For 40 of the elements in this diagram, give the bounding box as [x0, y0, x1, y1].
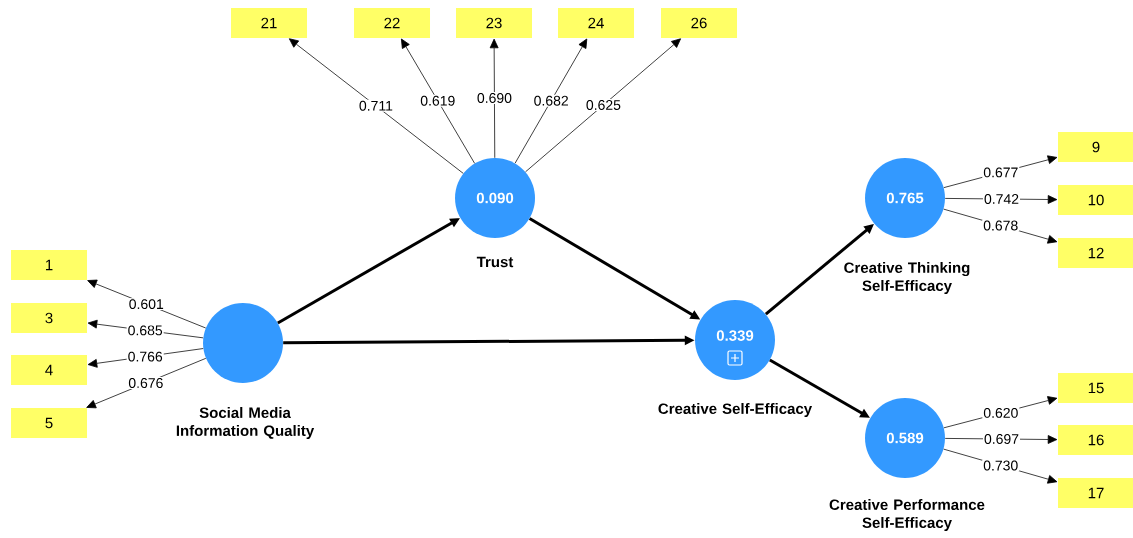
- edge-label: 0.711: [359, 100, 393, 111]
- arrow: [525, 38, 681, 173]
- arrow: [489, 38, 499, 159]
- indicator-box: 15: [1058, 373, 1133, 403]
- edge-label: 0.676: [128, 378, 163, 388]
- indicator-box: 1: [11, 250, 87, 280]
- edge-label: 0.625: [586, 100, 621, 110]
- construct-label: Social Media Information Quality: [176, 407, 315, 439]
- indicator-box: 17: [1058, 478, 1133, 508]
- indicator-box: 26: [661, 8, 737, 38]
- arrow: [514, 38, 588, 164]
- indicator-box: 3: [11, 303, 87, 333]
- construct-label: Trust: [476, 256, 514, 268]
- indicator-box: 9: [1058, 132, 1133, 162]
- edge-label: 0.766: [128, 351, 163, 362]
- indicator-box: 12: [1058, 238, 1133, 268]
- edge-label: 0.619: [420, 95, 455, 106]
- indicator-box: 24: [558, 8, 634, 38]
- edge-label: 0.690: [477, 93, 512, 103]
- indicator-box: 4: [11, 355, 87, 385]
- edge-label: 0.620: [983, 407, 1018, 418]
- indicator-box: 22: [354, 8, 430, 38]
- edge-label: 0.682: [534, 95, 568, 106]
- edge-label: 0.697: [984, 434, 1019, 444]
- indicator-box: 16: [1058, 425, 1133, 455]
- arrow: [401, 38, 475, 164]
- edge-label: 0.678: [983, 220, 1018, 231]
- edge-label: 0.730: [983, 460, 1018, 471]
- edge-label: 0.601: [129, 299, 164, 310]
- indicator-box: 10: [1058, 185, 1133, 215]
- construct-label: Creative Self-Efficacy: [658, 403, 812, 417]
- arrow: [288, 38, 464, 174]
- edge-label: 0.685: [128, 325, 163, 336]
- indicator-box: 5: [11, 408, 87, 438]
- construct-label: Creative Performance Self-Efficacy: [829, 499, 985, 531]
- indicator-box: 21: [231, 8, 307, 38]
- edge-label: 0.677: [983, 167, 1018, 178]
- edge-label: 0.742: [984, 194, 1019, 204]
- indicator-box: 23: [456, 8, 532, 38]
- construct-label: Creative Thinking Self-Efficacy: [844, 262, 970, 294]
